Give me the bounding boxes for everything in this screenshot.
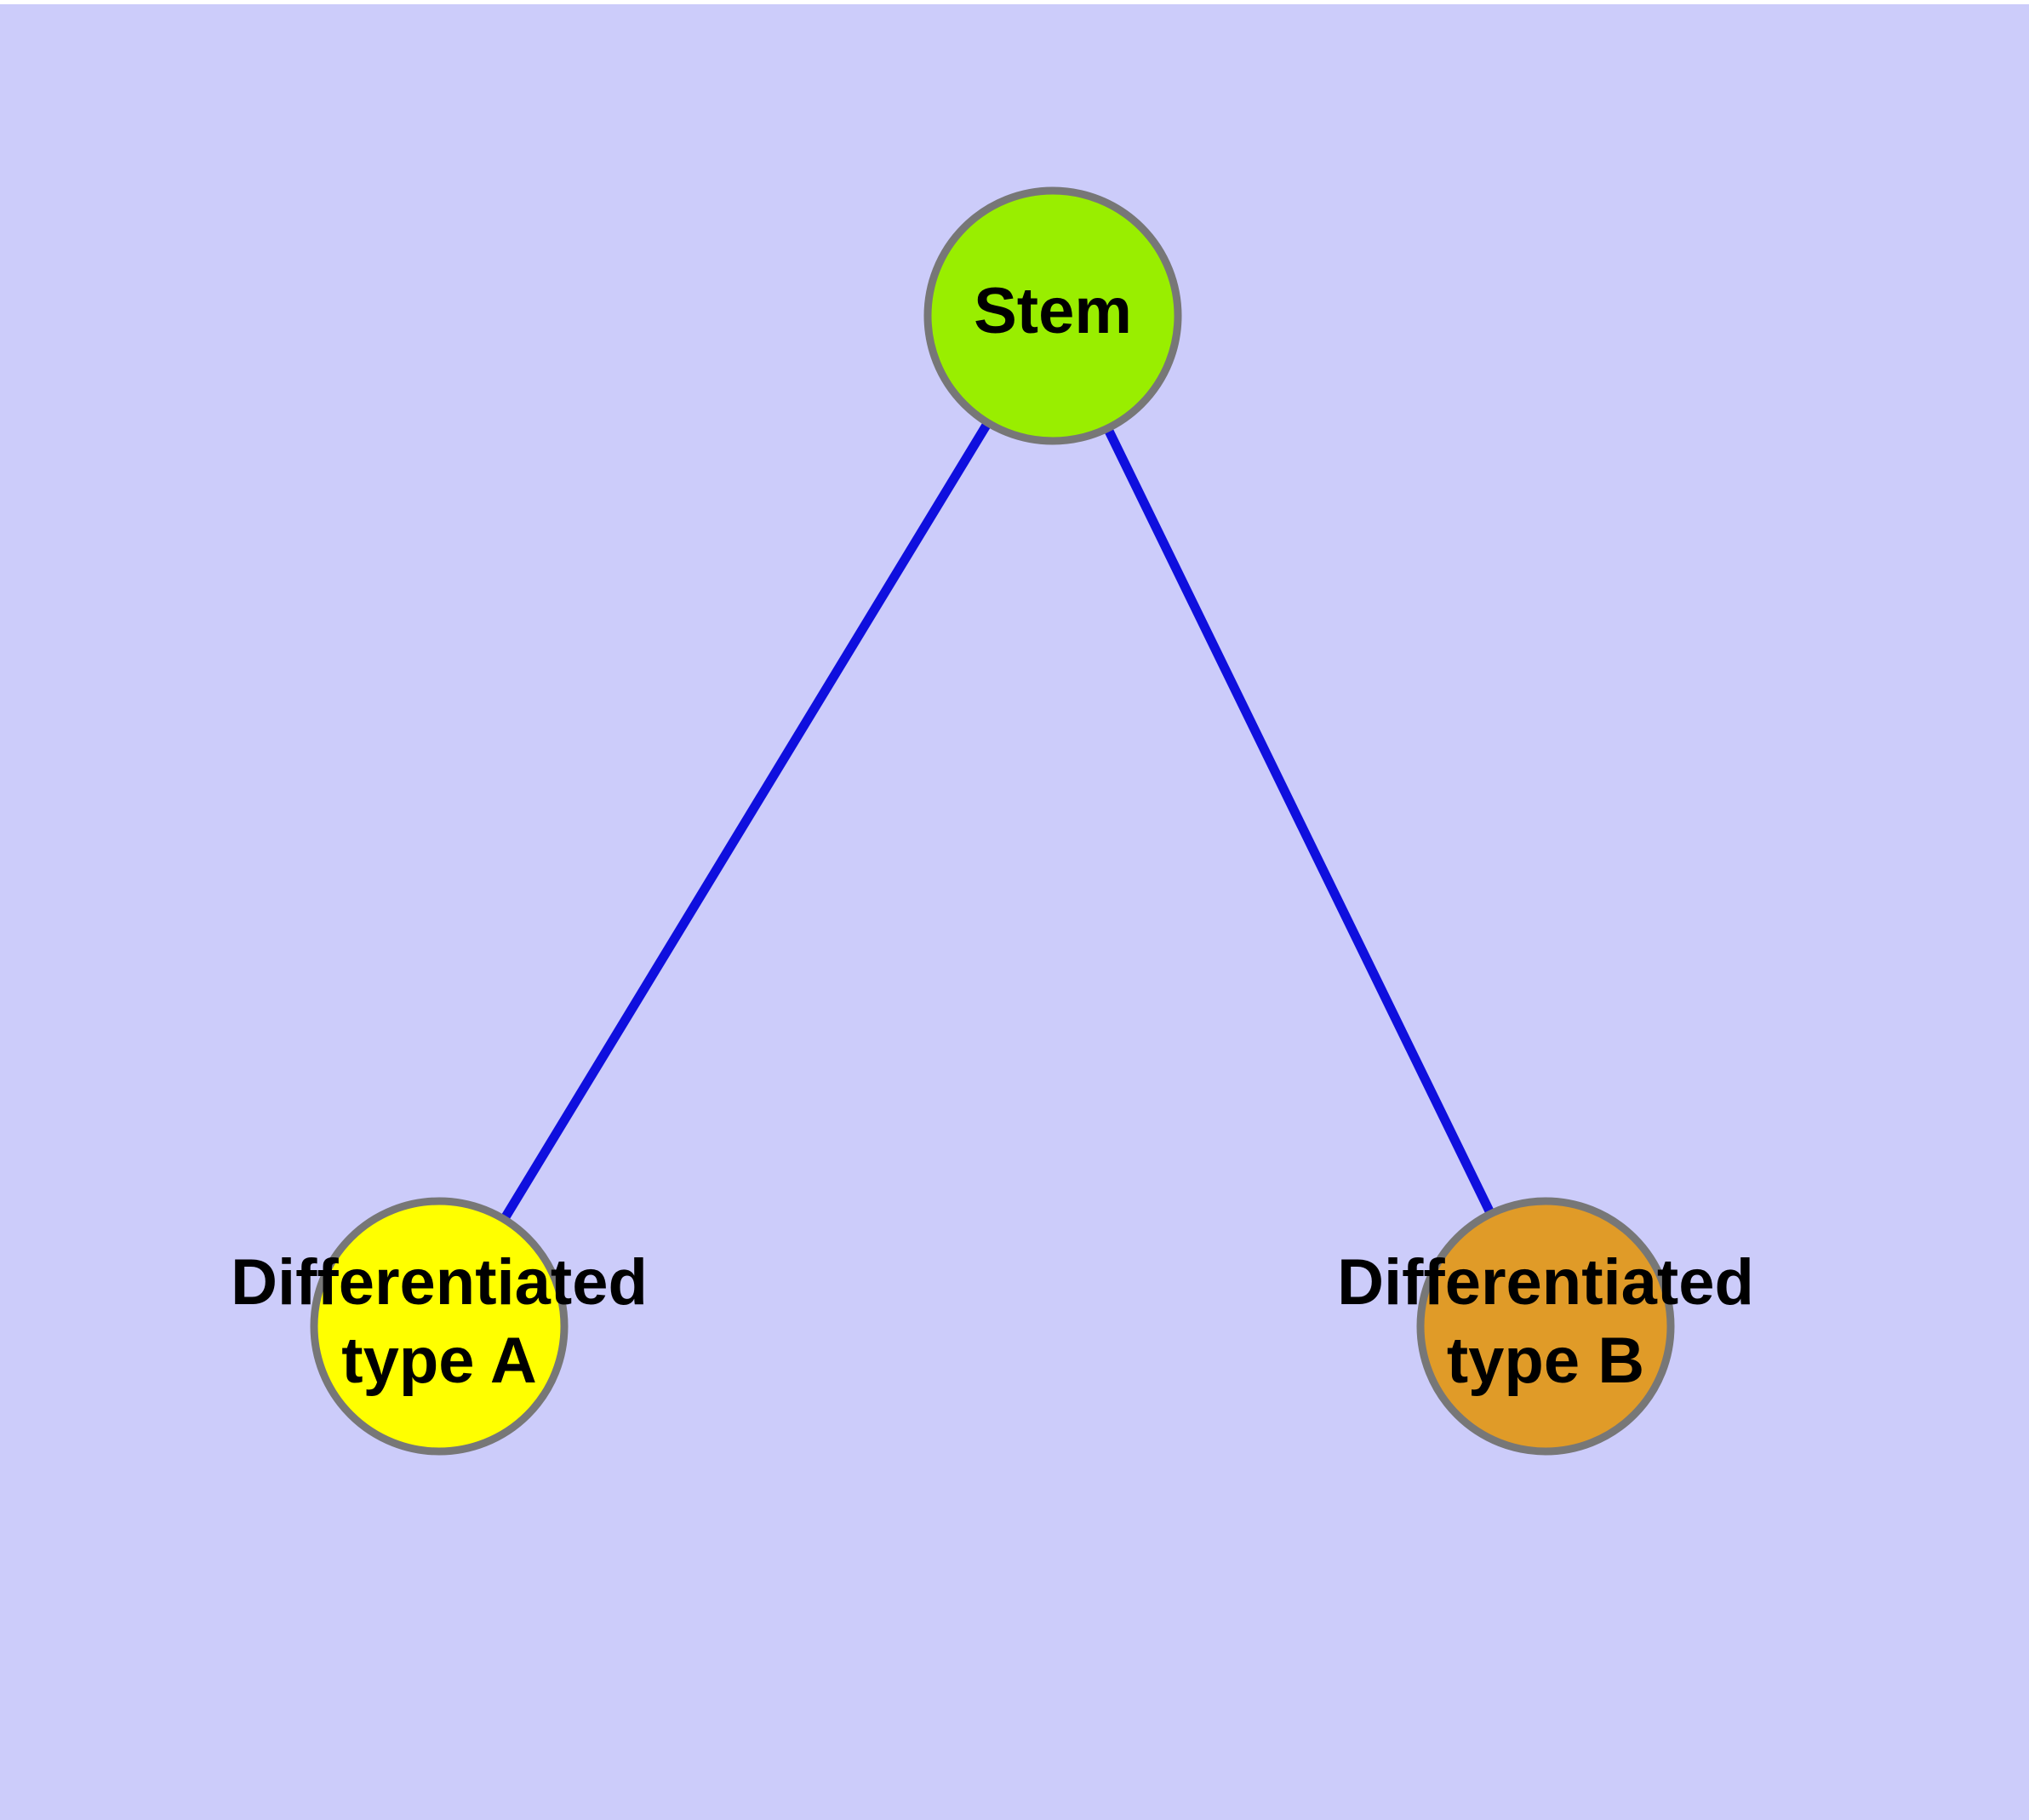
node-label-line: Differentiated [1337,1246,1754,1319]
edges-layer [494,411,1500,1231]
edge-stem-to-diff_b [1099,416,1500,1226]
node-label-line: Stem [974,275,1132,347]
node-label-line: type B [1447,1325,1644,1397]
node-label-line: Differentiated [231,1246,648,1319]
node-diff_a[interactable] [310,1197,569,1456]
nodes-layer [310,186,1675,1456]
edge-stem-to-diff_a [494,411,997,1231]
node-label-line: type A [341,1325,536,1397]
node-stem[interactable] [923,186,1182,445]
node-diff_b[interactable] [1416,1197,1675,1456]
node-label-stem: Stem [974,275,1132,347]
